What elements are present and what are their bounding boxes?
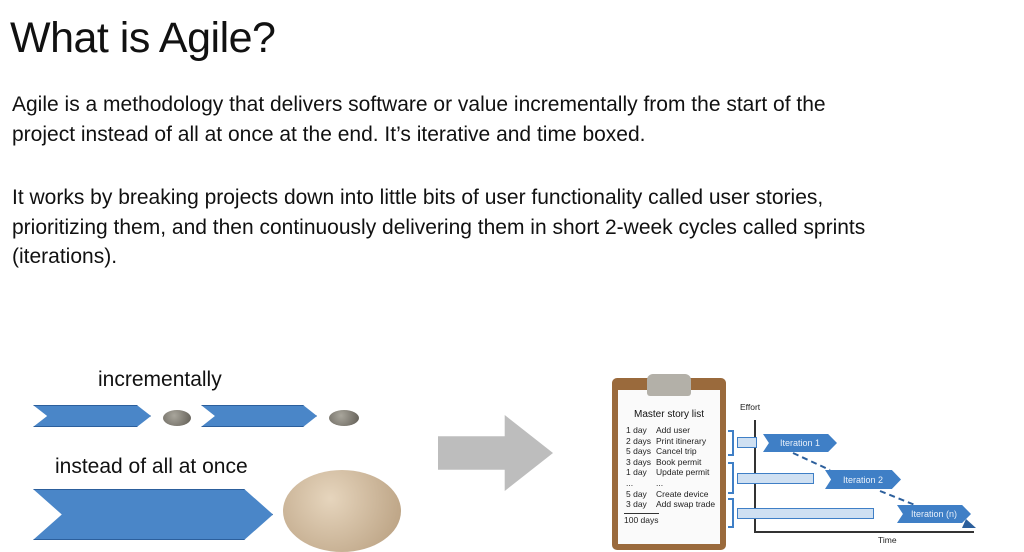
bracket (728, 430, 734, 456)
story-duration: 3 day (626, 499, 647, 510)
clip-icon (647, 374, 691, 396)
all-at-once-label: instead of all at once (55, 455, 248, 478)
story-duration: 3 days (626, 456, 652, 467)
story-name: Update permit (656, 467, 710, 478)
y-axis-label: Effort (740, 402, 761, 412)
story-total: 100 days (624, 513, 659, 525)
iteration-2: Iteration 2 (825, 470, 901, 489)
x-axis-label: Time (878, 535, 897, 545)
story-item: 3 days Book permit (626, 457, 722, 468)
big-chevron (33, 489, 273, 540)
story-item: ...... (626, 478, 722, 489)
story-item: 1 day Update permit (626, 467, 722, 478)
story-item: 5 days Cancel trip (626, 446, 722, 457)
story-item: 5 day Create device (626, 489, 722, 500)
story-item: 3 day Add swap trade (626, 499, 722, 510)
story-item: 2 days Print itinerary (626, 436, 722, 447)
story-duration: 5 day (626, 488, 647, 499)
bracket (728, 498, 734, 528)
process-paragraph: It works by breaking projects down into … (12, 186, 866, 268)
story-duration: ... (626, 477, 634, 488)
story-duration: 1 day (626, 467, 647, 478)
body-text: Agile is a methodology that delivers sof… (12, 90, 912, 272)
arrow-icon (737, 508, 874, 519)
story-name: Book permit (656, 456, 702, 467)
page-title: What is Agile? (10, 14, 276, 62)
story-duration: 5 days (626, 446, 652, 457)
story-name: Cancel trip (656, 446, 697, 457)
intro-paragraph: Agile is a methodology that delivers sof… (12, 93, 826, 146)
bracket (728, 462, 734, 494)
story-list-title: Master story list (633, 409, 704, 420)
story-name: Add user (656, 425, 691, 435)
clipboard: Master story list 1 day Add user 2 days Pri… (612, 374, 726, 550)
pebbles-icon (329, 410, 359, 426)
arrow-icon (737, 437, 757, 448)
story-name: Add swap trade (656, 499, 716, 510)
boulder-icon (283, 470, 401, 552)
story-name: Create device (656, 488, 709, 499)
pebbles-icon (163, 410, 191, 426)
story-name: Print itinerary (656, 435, 707, 446)
story-duration: 1 day (626, 425, 647, 435)
x-axis (754, 531, 974, 533)
story-duration: 2 days (626, 435, 652, 446)
iteration-n: Iteration (n) (897, 505, 971, 523)
iteration-1: Iteration 1 (763, 434, 837, 452)
story-name: ... (656, 477, 664, 488)
story-item: 1 day Add user (626, 425, 722, 436)
arrow-icon (737, 473, 814, 484)
incrementally-label: incrementally (98, 368, 222, 391)
